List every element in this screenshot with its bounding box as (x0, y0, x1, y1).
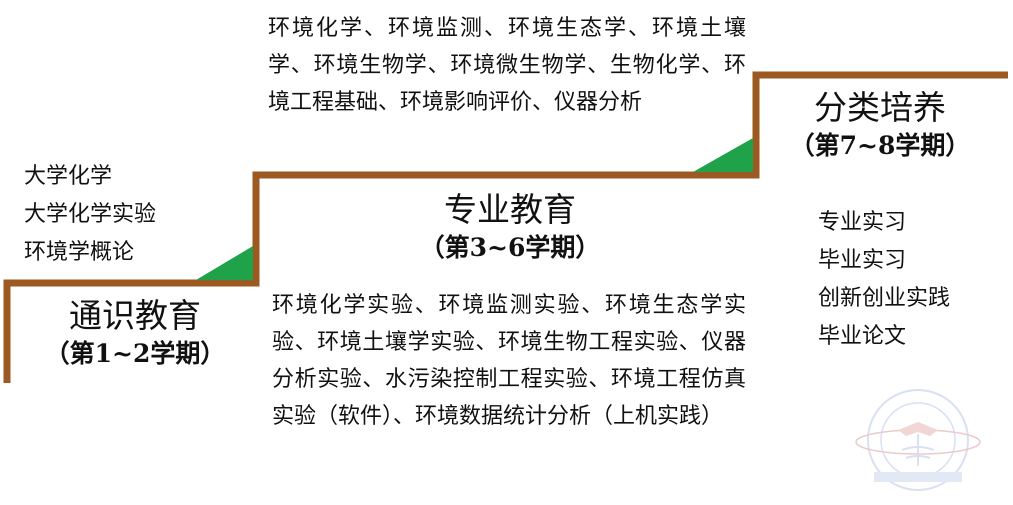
general-stage-title: 通识教育 (69, 296, 201, 335)
list-item: 创新创业实践 (818, 286, 951, 311)
general-stage-period: （第1~2学期） (44, 339, 226, 368)
professional-stage-title: 专业教育 (444, 190, 576, 229)
stair-triangle-2 (693, 138, 753, 172)
list-item: 环境学概论 (24, 240, 135, 265)
stair-line (3, 71, 1008, 383)
list-item: 专业实习 (818, 210, 907, 235)
specialized-practices-list: 专业实习 毕业实习 创新创业实践 毕业论文 (818, 204, 950, 356)
school-emblem-icon (855, 389, 981, 491)
list-item: 毕业论文 (818, 324, 907, 349)
specialized-stage-title: 分类培养 (814, 88, 946, 127)
specialized-stage-period: （第7~8学期） (789, 131, 971, 160)
professional-stage-period: （第3~6学期） (419, 233, 601, 262)
list-item: 毕业实习 (818, 248, 907, 273)
lab-courses-text: 环境化学实验、环境监测实验、环境生态学实验、环境土壤学实验、环境生物工程实验、仪… (272, 293, 746, 429)
general-courses-list: 大学化学 大学化学实验 环境学概论 (24, 158, 156, 272)
stair-triangle-1 (196, 246, 253, 280)
list-item: 大学化学 (24, 164, 113, 189)
list-item: 大学化学实验 (24, 202, 157, 227)
theory-courses-text: 环境化学、环境监测、环境生态学、环境土壤学、环境生物学、环境微生物学、生物化学、… (268, 16, 746, 115)
